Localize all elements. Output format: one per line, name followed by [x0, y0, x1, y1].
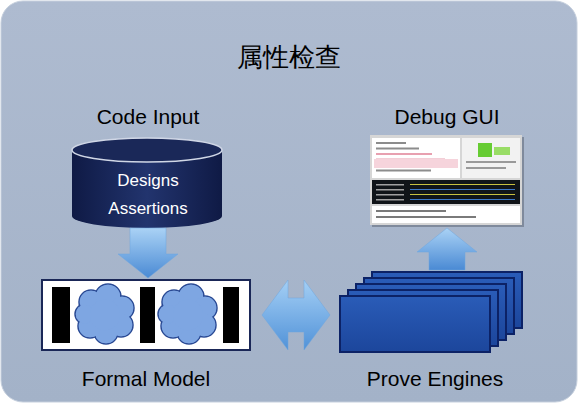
gui-screenshot [370, 135, 524, 227]
status-mark [478, 143, 492, 157]
model-box [42, 280, 250, 350]
cloud-shape [158, 284, 217, 344]
code-panel [372, 138, 460, 178]
node-label: Prove Engines [330, 366, 540, 392]
side-line [466, 167, 506, 169]
block-arrow [118, 228, 178, 278]
waveform-trace [410, 194, 515, 195]
diagram-title: 属性检查 [0, 40, 578, 75]
waveform-trace [410, 199, 515, 200]
console-panel [372, 206, 520, 223]
waveform-panel [372, 180, 520, 204]
node-text: Assertions [60, 196, 236, 222]
code-line [376, 153, 432, 155]
node-label: Code Input [60, 102, 236, 132]
diagram-node: Prove Engines [330, 270, 540, 392]
register-bar [52, 287, 70, 343]
waveform-trace [410, 189, 515, 190]
status-mark [494, 147, 510, 155]
screen-shadow [372, 137, 524, 227]
diagram-node: Code InputDesignsAssertions [60, 100, 236, 228]
node-label: Debug GUI [362, 102, 532, 132]
side-panel [462, 138, 520, 178]
cloud-fill [90, 300, 120, 330]
side-line [466, 161, 516, 163]
cloud-shape [75, 284, 134, 344]
node-text: Designs [60, 168, 236, 194]
signal-name [376, 189, 404, 191]
code-line [376, 142, 406, 144]
cylinder-top [72, 138, 222, 162]
cloud-fill [173, 300, 203, 330]
register-bar [223, 287, 239, 343]
diagram-node: Debug GUI [362, 100, 532, 228]
node-label: Formal Model [30, 366, 262, 392]
waveform-trace [410, 184, 515, 185]
signal-name [376, 194, 404, 196]
block-arrow [262, 280, 330, 350]
console-line [376, 210, 446, 212]
register-bar [140, 287, 155, 343]
code-line [376, 148, 419, 150]
console-line [376, 216, 476, 218]
highlight-line [374, 159, 458, 168]
code-line [376, 170, 431, 172]
engine-card [340, 296, 490, 352]
diagram-node: Formal Model [30, 278, 262, 392]
signal-name [376, 184, 404, 186]
signal-name [376, 199, 404, 201]
block-arrow [417, 228, 477, 270]
screen-frame [370, 135, 522, 225]
